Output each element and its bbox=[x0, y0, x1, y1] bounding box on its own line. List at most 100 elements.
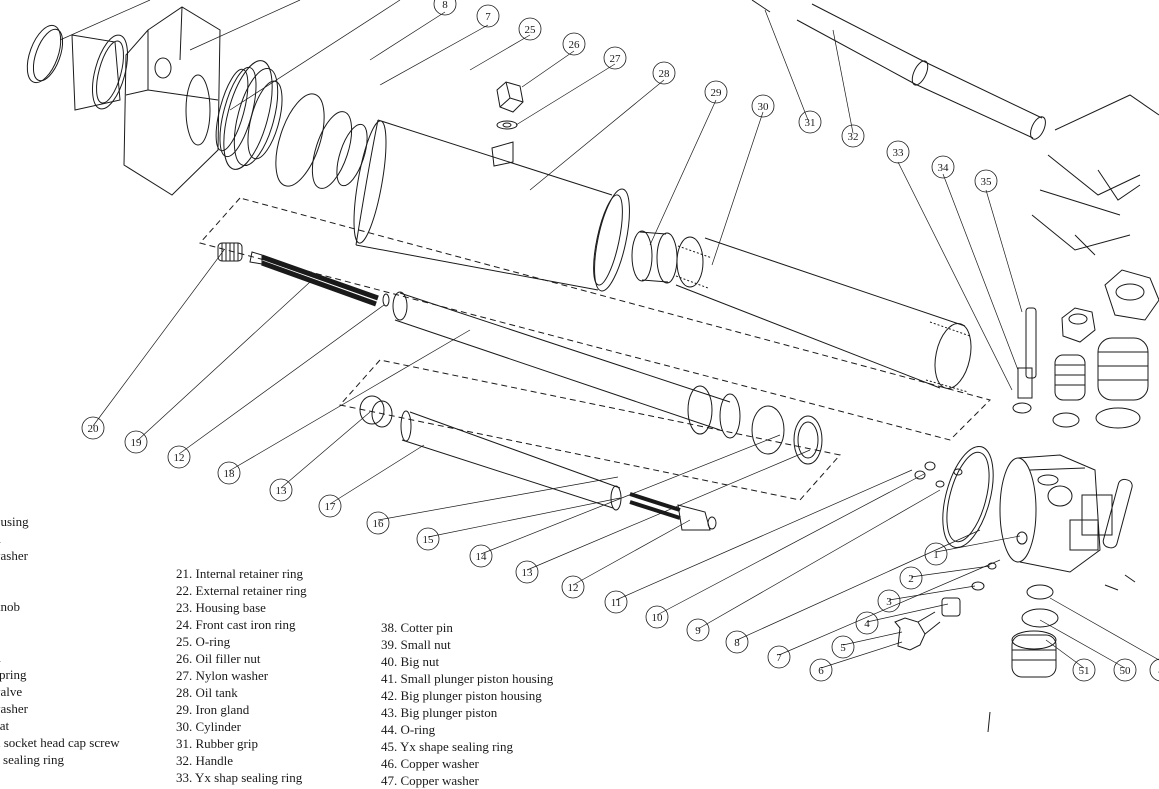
legend-entry: eat bbox=[0, 718, 10, 733]
pump-body bbox=[942, 445, 1113, 573]
legend-entry: valve bbox=[0, 684, 23, 699]
callout-number: 5 bbox=[840, 642, 846, 654]
callout-number: 14 bbox=[476, 551, 488, 563]
callout-number: 27 bbox=[610, 53, 622, 65]
parts-legend-column-2: 21. Internal retainer ring 22. External r… bbox=[176, 565, 307, 786]
o-ring-small bbox=[336, 123, 368, 187]
callout-circles bbox=[81, 0, 1159, 682]
callout-number: 51 bbox=[1079, 665, 1090, 677]
legend-entry: 32. Handle bbox=[176, 753, 234, 768]
assembly-outline-lower bbox=[339, 359, 841, 501]
iron-gland bbox=[631, 230, 678, 284]
end-cap-ring bbox=[26, 24, 64, 84]
legend-entry bbox=[0, 564, 120, 581]
set-screw bbox=[217, 242, 243, 262]
callout-number: 31 bbox=[805, 117, 816, 129]
legend-entry: 21. Internal retainer ring bbox=[176, 566, 304, 581]
grip-fitting-lower bbox=[1031, 189, 1131, 256]
piston-head bbox=[359, 395, 393, 428]
o-ring-medium bbox=[311, 111, 353, 189]
callout-number: 32 bbox=[848, 131, 859, 143]
callout-number: 34 bbox=[938, 162, 950, 174]
callout-number: 19 bbox=[131, 437, 143, 449]
legend-entry: 33. Yx shap sealing ring bbox=[176, 770, 303, 785]
release-valve-knob bbox=[894, 562, 997, 651]
legend-entry: vasher bbox=[0, 548, 28, 563]
legend-entry: 38. Cotter pin bbox=[381, 620, 453, 635]
plunger-housings bbox=[1052, 337, 1149, 429]
callout-number: 4 bbox=[864, 618, 870, 630]
cylinder bbox=[675, 236, 972, 393]
parts-legend-column-1: ousingllvasherknobll springvalvevasherea… bbox=[0, 513, 120, 768]
plunger-piston bbox=[1012, 307, 1037, 414]
callout-number: 50 bbox=[1120, 665, 1132, 677]
gland-nut bbox=[215, 60, 283, 170]
callout-number: 16 bbox=[373, 518, 385, 530]
callout-number: 28 bbox=[659, 68, 671, 80]
leader-lines bbox=[59, 0, 1159, 669]
legend-entry: 29. Iron gland bbox=[176, 702, 250, 717]
legend-entry: 41. Small plunger piston housing bbox=[381, 671, 554, 686]
callout-number: 12 bbox=[568, 582, 579, 594]
seal-rings bbox=[751, 405, 823, 465]
small-nut bbox=[1061, 307, 1096, 343]
legend-entry: spring bbox=[0, 667, 27, 682]
legend-entry: 23. Housing base bbox=[176, 600, 266, 615]
pin-mark bbox=[987, 711, 991, 733]
callout-number: 29 bbox=[711, 87, 723, 99]
parts-legend-column-3: 38. Cotter pin 39. Small nut 40. Big nut 41… bbox=[381, 619, 553, 789]
threaded-sleeve bbox=[71, 34, 129, 111]
callout-number: 8 bbox=[442, 0, 448, 11]
callout-number: 26 bbox=[569, 39, 581, 51]
callout-number: 25 bbox=[525, 24, 537, 36]
legend-entry: 42. Big plunger piston housing bbox=[381, 688, 542, 703]
piston-rod bbox=[392, 291, 741, 439]
legend-entry: 43. Big plunger piston bbox=[381, 705, 498, 720]
oil-filler-nut bbox=[491, 81, 524, 167]
legend-entry: vasher bbox=[0, 701, 28, 716]
callout-number: 12 bbox=[174, 452, 185, 464]
legend-entry: 24. Front cast iron ring bbox=[176, 617, 296, 632]
callout-number: 15 bbox=[423, 534, 435, 546]
legend-entry: 28. Oil tank bbox=[176, 685, 238, 700]
callout-number: 13 bbox=[522, 567, 534, 579]
legend-entry: knob bbox=[0, 599, 20, 614]
legend-entry: 47. Copper washer bbox=[381, 773, 479, 788]
callout-number: 18 bbox=[224, 468, 236, 480]
legend-entry bbox=[0, 615, 120, 632]
callout-number: 10 bbox=[652, 612, 664, 624]
callout-number: 6 bbox=[818, 665, 824, 677]
legend-entry: e sealing ring bbox=[0, 752, 65, 767]
callout-number: 2 bbox=[908, 573, 914, 585]
legend-entry: 44. O-ring bbox=[381, 722, 436, 737]
bottom-housing bbox=[1011, 584, 1059, 678]
pump-screws bbox=[914, 461, 963, 488]
legend-entry: 45. Yx shape sealing ring bbox=[381, 739, 514, 754]
big-nut bbox=[1104, 269, 1159, 321]
callout-number: 20 bbox=[88, 423, 100, 435]
callout-number: 1 bbox=[933, 549, 939, 561]
legend-entry: ll bbox=[0, 649, 120, 666]
legend-entry: 40. Big nut bbox=[381, 654, 440, 669]
callout-number: 35 bbox=[981, 176, 993, 188]
assembly-outline-upper bbox=[199, 197, 991, 441]
legend-entry: 31. Rubber grip bbox=[176, 736, 258, 751]
legend-entry: 22. External retainer ring bbox=[176, 583, 307, 598]
handle-tube bbox=[751, 0, 1046, 140]
callout-number: 7 bbox=[776, 652, 782, 664]
grip-fitting-upper bbox=[1047, 94, 1159, 201]
callout-number: 3 bbox=[886, 596, 892, 608]
legend-entry: 39. Small nut bbox=[381, 637, 451, 652]
callout-number: 30 bbox=[758, 101, 770, 113]
oil-tank bbox=[353, 119, 630, 292]
legend-entry: n socket head cap screw bbox=[0, 735, 120, 750]
legend-entry: 25. O-ring bbox=[176, 634, 231, 649]
handle-linkage bbox=[1102, 478, 1136, 591]
legend-entry: 46. Copper washer bbox=[381, 756, 479, 771]
callout-number: 9 bbox=[695, 625, 701, 637]
callout-number: 11 bbox=[611, 597, 622, 609]
callout-number: 13 bbox=[276, 485, 288, 497]
legend-entry: 27. Nylon washer bbox=[176, 668, 269, 683]
legend-entry bbox=[0, 632, 120, 649]
